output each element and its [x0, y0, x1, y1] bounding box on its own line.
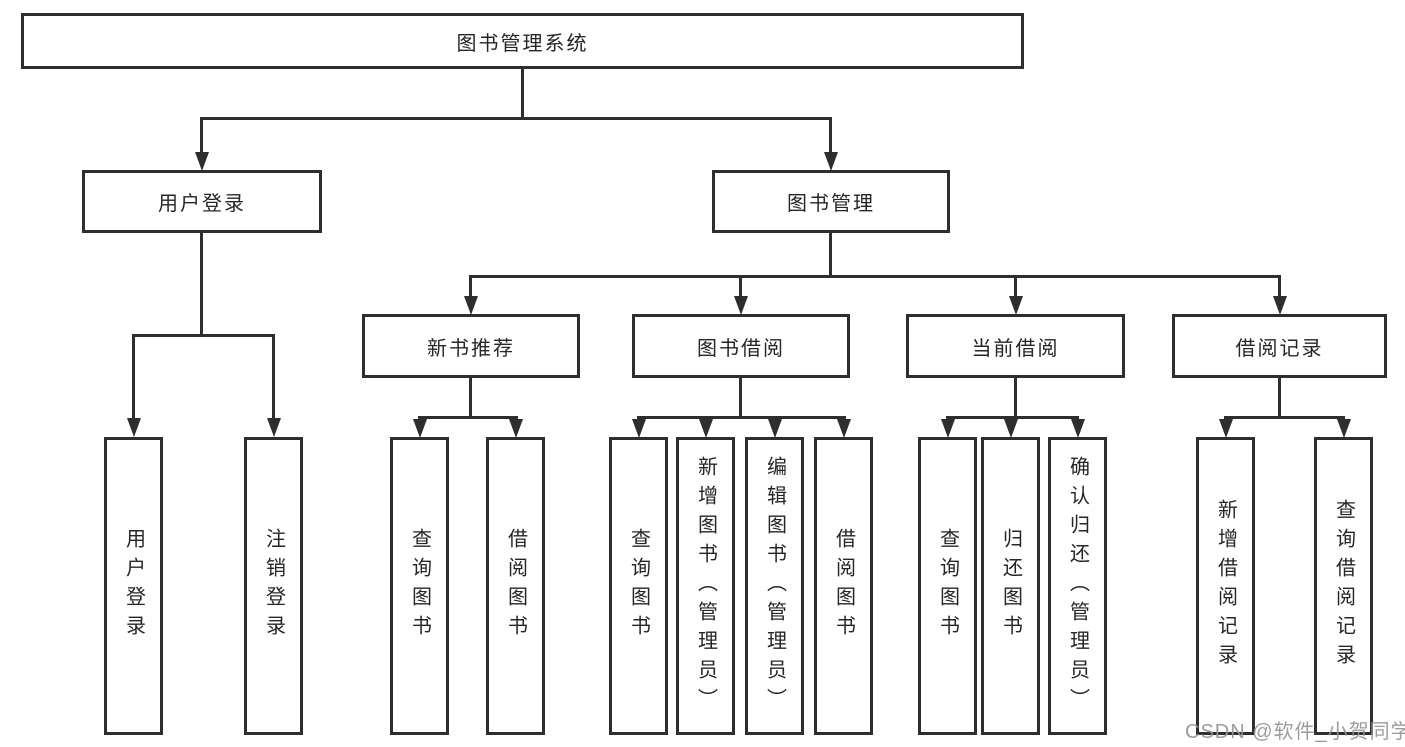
arrow-down-icon — [267, 418, 281, 437]
connector-root-stem — [521, 69, 524, 120]
leaf-query-books-current: 查询图书 — [918, 437, 977, 735]
arrow-down-icon — [1009, 296, 1023, 315]
arrow-down-icon — [127, 418, 141, 437]
leaf-add-borrow-record: 新增借阅记录 — [1196, 437, 1255, 735]
leaf-label: 编辑图书（管理员） — [763, 455, 786, 717]
node-borrowing-records-label: 借阅记录 — [1235, 337, 1324, 360]
leaf-label: 借阅图书 — [832, 528, 855, 644]
arrow-down-icon — [632, 419, 646, 438]
leaf-label: 新增图书（管理员） — [694, 455, 717, 717]
arrow-down-icon — [1219, 419, 1233, 438]
node-current-borrowing: 当前借阅 — [906, 314, 1125, 378]
leaf-label: 查询图书 — [408, 528, 431, 644]
leaf-user-login: 用户登录 — [104, 437, 163, 735]
node-book-borrowing-label: 图书借阅 — [697, 337, 785, 360]
connector-drop-book-borrowing — [739, 275, 742, 299]
node-book-management-label: 图书管理 — [787, 193, 875, 215]
leaf-logout-login: 注销登录 — [244, 437, 303, 735]
connector-drop-current-borrowing — [1014, 275, 1017, 299]
leaf-confirm-return-admin: 确认归还（管理员） — [1048, 437, 1107, 735]
leaf-label: 查询借阅记录 — [1332, 499, 1355, 673]
leaf-label: 借阅图书 — [504, 528, 527, 644]
node-library-system: 图书管理系统 — [21, 13, 1024, 69]
arrow-down-icon — [1337, 419, 1351, 438]
node-new-book-recommend-label: 新书推荐 — [427, 337, 515, 360]
leaf-add-books-admin: 新增图书（管理员） — [676, 437, 735, 735]
connector-current-borrowing-split — [946, 416, 1079, 419]
connector-root-split — [200, 117, 832, 120]
node-library-system-label: 图书管理系统 — [456, 32, 589, 55]
arrow-down-icon — [941, 419, 955, 438]
connector-book-management-stem — [829, 233, 832, 278]
node-book-management: 图书管理 — [712, 170, 950, 233]
leaf-label: 新增借阅记录 — [1214, 499, 1237, 673]
leaf-label: 归还图书 — [999, 528, 1022, 644]
connector-book-borrowing-stem — [739, 378, 742, 419]
arrow-down-icon — [699, 419, 713, 438]
connector-new-book-stem — [469, 378, 472, 419]
node-user-login: 用户登录 — [82, 170, 322, 233]
leaf-borrow-books-borrowing: 借阅图书 — [814, 437, 873, 735]
leaf-return-books: 归还图书 — [981, 437, 1040, 735]
leaf-label: 查询图书 — [627, 528, 650, 644]
leaf-query-borrow-record: 查询借阅记录 — [1314, 437, 1373, 735]
connector-drop-book-management — [829, 117, 832, 155]
leaf-borrow-books-recommend: 借阅图书 — [486, 437, 545, 735]
arrow-down-icon — [464, 296, 478, 315]
leaf-edit-books-admin: 编辑图书（管理员） — [745, 437, 804, 735]
node-current-borrowing-label: 当前借阅 — [971, 337, 1060, 360]
leaf-label: 确认归还（管理员） — [1066, 455, 1089, 717]
connector-current-borrowing-stem — [1014, 378, 1017, 419]
arrow-down-icon — [824, 152, 838, 171]
connector-new-book-split — [418, 416, 518, 419]
connector-drop-leaf — [272, 334, 275, 420]
arrow-down-icon — [509, 419, 523, 438]
leaf-label: 查询图书 — [936, 528, 959, 644]
node-book-borrowing: 图书借阅 — [632, 314, 850, 378]
arrow-down-icon — [1004, 419, 1018, 438]
leaf-label: 注销登录 — [262, 528, 285, 644]
arrow-down-icon — [413, 419, 427, 438]
csdn-watermark: CSDN @软件_小贺同学 — [1185, 721, 1405, 743]
arrow-down-icon — [1273, 296, 1287, 315]
arrow-down-icon — [1071, 419, 1085, 438]
connector-book-borrowing-split — [637, 416, 846, 419]
connector-borrowing-records-stem — [1278, 378, 1281, 419]
connector-drop-user-login — [200, 117, 203, 155]
connector-user-login-split — [132, 334, 275, 337]
leaf-query-books-recommend: 查询图书 — [390, 437, 449, 735]
node-new-book-recommend: 新书推荐 — [362, 314, 580, 378]
connector-book-management-split — [469, 275, 1281, 278]
connector-drop-new-book — [469, 275, 472, 299]
connector-user-login-stem — [200, 233, 203, 337]
arrow-down-icon — [768, 419, 782, 438]
node-user-login-label: 用户登录 — [158, 193, 246, 215]
connector-drop-borrowing-records — [1278, 275, 1281, 299]
leaf-query-books-borrowing: 查询图书 — [609, 437, 668, 735]
arrow-down-icon — [195, 152, 209, 171]
node-borrowing-records: 借阅记录 — [1172, 314, 1387, 378]
connector-borrowing-records-split — [1224, 416, 1345, 419]
leaf-label: 用户登录 — [122, 528, 145, 644]
arrow-down-icon — [837, 419, 851, 438]
arrow-down-icon — [734, 296, 748, 315]
connector-drop-leaf — [132, 334, 135, 420]
